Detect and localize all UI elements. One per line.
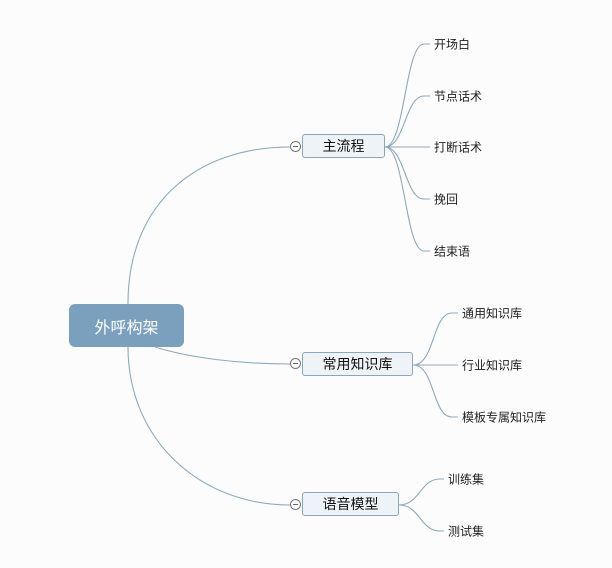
root-label: 外呼构架: [94, 317, 159, 337]
leaf-node[interactable]: 节点话术: [434, 89, 483, 104]
connector-leaf: [384, 43, 430, 148]
connector-leaf: [384, 146, 430, 200]
leaf-node[interactable]: 行业知识库: [462, 358, 523, 373]
branch-node-voice-model[interactable]: 语音模型: [302, 492, 399, 516]
leaf-node[interactable]: 挽回: [434, 192, 459, 207]
branch-label: 常用知识库: [322, 357, 393, 373]
leaf-node[interactable]: 通用知识库: [462, 306, 523, 321]
connector-leaf: [412, 312, 458, 366]
branch-label: 主流程: [322, 139, 365, 155]
leaf-node[interactable]: 模板专属知识库: [462, 410, 547, 425]
connector-root-main-flow: [127, 146, 291, 305]
connector-leaf: [384, 146, 430, 252]
connector-leaf: [412, 364, 458, 418]
leaf-node[interactable]: 训练集: [448, 472, 485, 487]
root-node[interactable]: 外呼构架: [69, 304, 184, 347]
leaf-node[interactable]: 测试集: [448, 524, 485, 539]
collapse-toggle-knowledge[interactable]: [290, 358, 301, 369]
connector-root-voice: [127, 346, 291, 506]
leaf-node[interactable]: 结束语: [434, 244, 471, 259]
leaf-node[interactable]: 打断话术: [434, 140, 483, 155]
branch-node-main-flow[interactable]: 主流程: [302, 134, 385, 158]
leaf-node[interactable]: 开场白: [434, 37, 471, 52]
connector-leaf: [398, 504, 444, 532]
connector-leaf: [384, 95, 430, 148]
branch-node-knowledge-base[interactable]: 常用知识库: [302, 352, 413, 376]
collapse-toggle-voice-model[interactable]: [290, 499, 301, 510]
connector-leaf: [398, 478, 444, 506]
connector-root-knowledge: [154, 346, 291, 365]
collapse-toggle-main-flow[interactable]: [290, 141, 301, 152]
branch-label: 语音模型: [322, 497, 379, 513]
